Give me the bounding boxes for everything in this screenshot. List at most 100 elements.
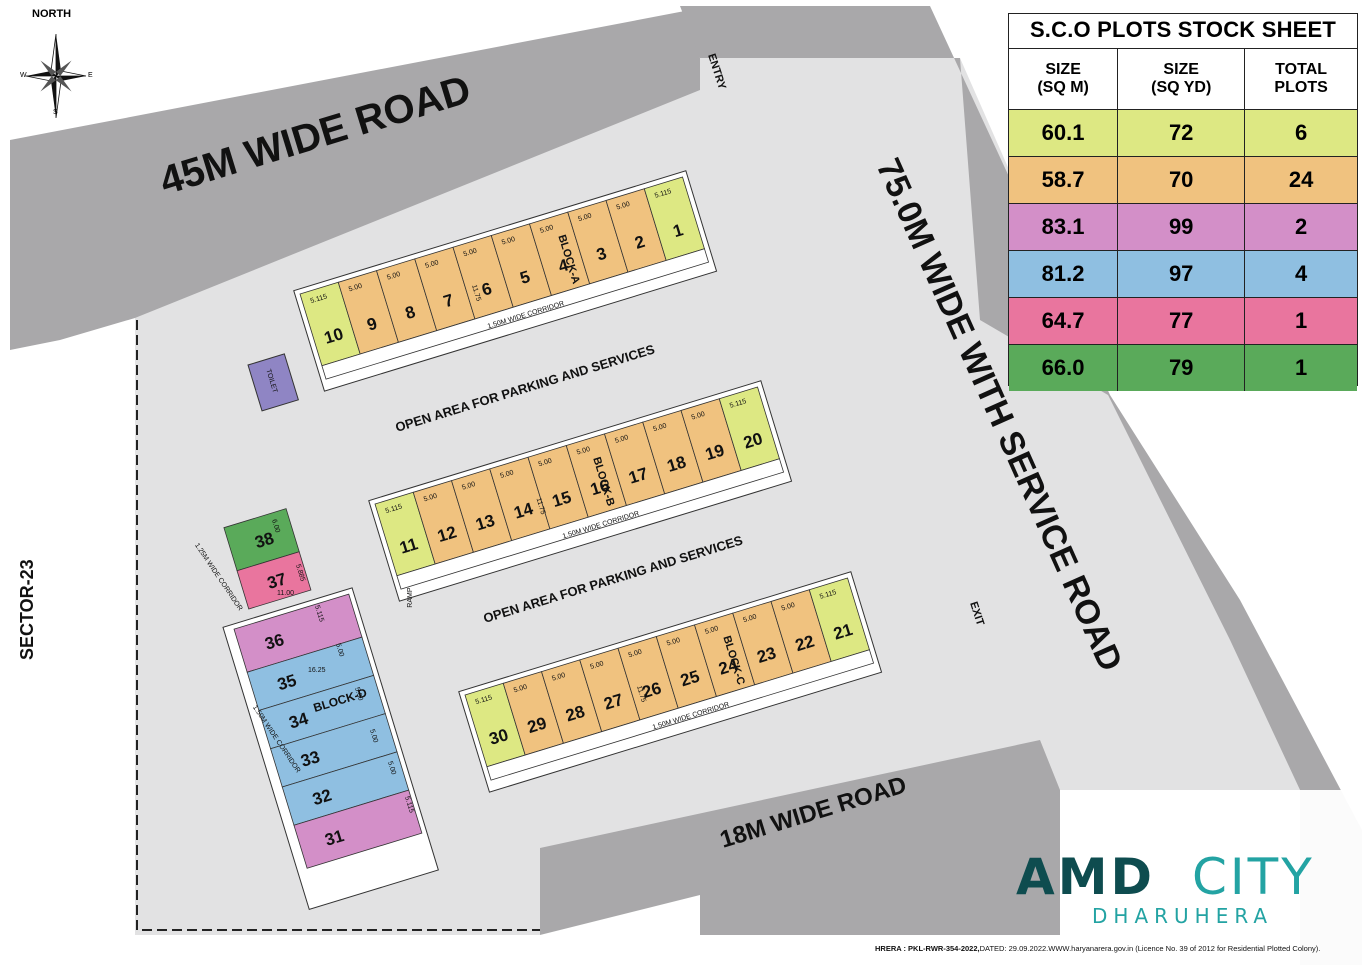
plot-number-25: 25: [678, 667, 702, 691]
dim-600: 6.00: [270, 519, 281, 534]
stock-cell-sqm: 64.7: [1009, 297, 1119, 345]
header-size-sqyd: SIZE(SQ YD): [1117, 49, 1246, 110]
plot-dim-label: 5.115: [729, 398, 747, 410]
stock-sheet: S.C.O PLOTS STOCK SHEET SIZE(SQ M) SIZE(…: [1008, 13, 1358, 391]
dim-5885: 5.885: [294, 564, 306, 583]
plot-number-16: 16: [588, 476, 612, 500]
stock-cell-sqm: 66.0: [1009, 344, 1119, 391]
plot-dim-label: 5.00: [576, 446, 591, 457]
plot-dim-label: 5.00: [628, 649, 643, 660]
plot-number-22: 22: [793, 632, 817, 656]
compass-e-label: E: [88, 72, 93, 79]
plot-number-11: 11: [397, 534, 420, 557]
rera-text: DATED: 29.09.2022.WWW.haryanarera.gov.in…: [979, 944, 1321, 953]
rera-label: HRERA : PKL-RWR-354-2022,: [875, 944, 980, 953]
plot-dim-label: 5.00: [499, 469, 514, 480]
plot-dim-label: 5.00: [614, 434, 629, 445]
plot-number-24: 24: [716, 655, 740, 679]
dim-500c: 5.00: [368, 729, 379, 744]
stock-cell-sqyd: 72: [1117, 109, 1246, 157]
plot-dim-label: 5.115: [475, 694, 493, 706]
stock-cell-sqyd: 70: [1117, 156, 1246, 204]
plot-dim-label: 5.00: [348, 283, 363, 294]
block-a-depth: 11.75: [470, 284, 482, 302]
plot-dim-label: 5.00: [463, 248, 478, 259]
plot-dim-label: 5.00: [551, 672, 566, 683]
dim-1625: 16.25: [308, 667, 326, 674]
plot-number-14: 14: [512, 499, 536, 523]
stock-cell-sqyd: 77: [1117, 297, 1246, 345]
stock-cell-sqm: 81.2: [1009, 250, 1119, 298]
plot-dim-label: 5.115: [819, 589, 837, 601]
plot-dim-label: 5.00: [513, 684, 528, 695]
header-size-sqm: SIZE(SQ M): [1009, 49, 1119, 110]
plot-number-31: 31: [323, 826, 347, 850]
stock-cell-sqyd: 99: [1117, 203, 1246, 251]
toilet: TOILET: [247, 353, 299, 412]
plot-dim-label: 5.00: [577, 212, 592, 223]
plot-dim-label: 5.00: [538, 458, 553, 469]
plot-number-20: 20: [741, 429, 765, 453]
corridor-strip: [321, 248, 710, 380]
corridor-strip: [486, 649, 875, 781]
corridor-strip: [396, 458, 785, 590]
plot-dim-label: 5.115: [310, 293, 328, 305]
plot-dim-label: 5.00: [742, 613, 757, 624]
plot-dim-label: 5.00: [704, 625, 719, 636]
plot-number-12: 12: [435, 522, 459, 546]
plot-number-38: 38: [253, 529, 277, 553]
logo-place: DHARUHERA: [1092, 904, 1274, 928]
amd-city-logo: AMD CITY DHARUHERA: [1010, 842, 1350, 937]
stock-cell-sqyd: 79: [1117, 344, 1246, 391]
plot-number-18: 18: [665, 452, 689, 476]
plot-dim-label: 5.00: [386, 271, 401, 282]
plot-number-27: 27: [602, 690, 626, 714]
plot-dim-label: 5.00: [781, 602, 796, 613]
road-18m: [540, 740, 1060, 935]
compass-s-label: S: [53, 109, 58, 116]
compass-w-label: W: [20, 72, 27, 79]
block-b: 115.115125.00135.00145.00155.00165.00175…: [368, 380, 793, 608]
plot-number-19: 19: [703, 441, 727, 465]
plot-31: [293, 789, 423, 869]
plot-number-32: 32: [310, 785, 334, 809]
plot-37: [236, 551, 312, 610]
stock-cell-total: 1: [1244, 297, 1357, 345]
plot-number-36: 36: [263, 630, 287, 654]
stock-cell-sqm: 83.1: [1009, 203, 1119, 251]
stock-cell-total: 4: [1244, 250, 1357, 298]
dim-500a: 5.00: [334, 643, 345, 658]
plot-dim-label: 5.115: [654, 188, 672, 200]
dim-1100: 11.00: [277, 590, 294, 597]
rera-footnote: HRERA : PKL-RWR-354-2022,DATED: 29.09.20…: [875, 944, 1320, 953]
block-b-depth: 11.75: [535, 497, 547, 515]
plot-number-21: 21: [831, 620, 855, 644]
toilet-box: [247, 353, 299, 412]
compass: NORTH W E S: [20, 8, 100, 120]
plot-number-35: 35: [275, 671, 299, 695]
plot-dim-label: 5.00: [666, 637, 681, 648]
plot-number-15: 15: [550, 487, 574, 511]
logo-amd: AMD: [1016, 848, 1155, 906]
plot-number-23: 23: [755, 643, 779, 667]
plot-dim-label: 5.00: [616, 201, 631, 212]
plot-number-37: 37: [265, 569, 289, 593]
sector-label: SECTOR-23: [17, 559, 37, 660]
plot-number-33: 33: [298, 747, 322, 771]
plot-dim-label: 5.00: [539, 224, 554, 235]
compass-rose-icon: [25, 33, 87, 119]
plot-number-28: 28: [563, 702, 587, 726]
stock-cell-total: 1: [1244, 344, 1357, 391]
site-boundary: [136, 320, 540, 931]
stock-cell-sqm: 60.1: [1009, 109, 1119, 157]
plot-dim-label: 5.00: [461, 481, 476, 492]
block-c: 305.115295.00285.00275.00265.00255.00245…: [458, 571, 883, 793]
